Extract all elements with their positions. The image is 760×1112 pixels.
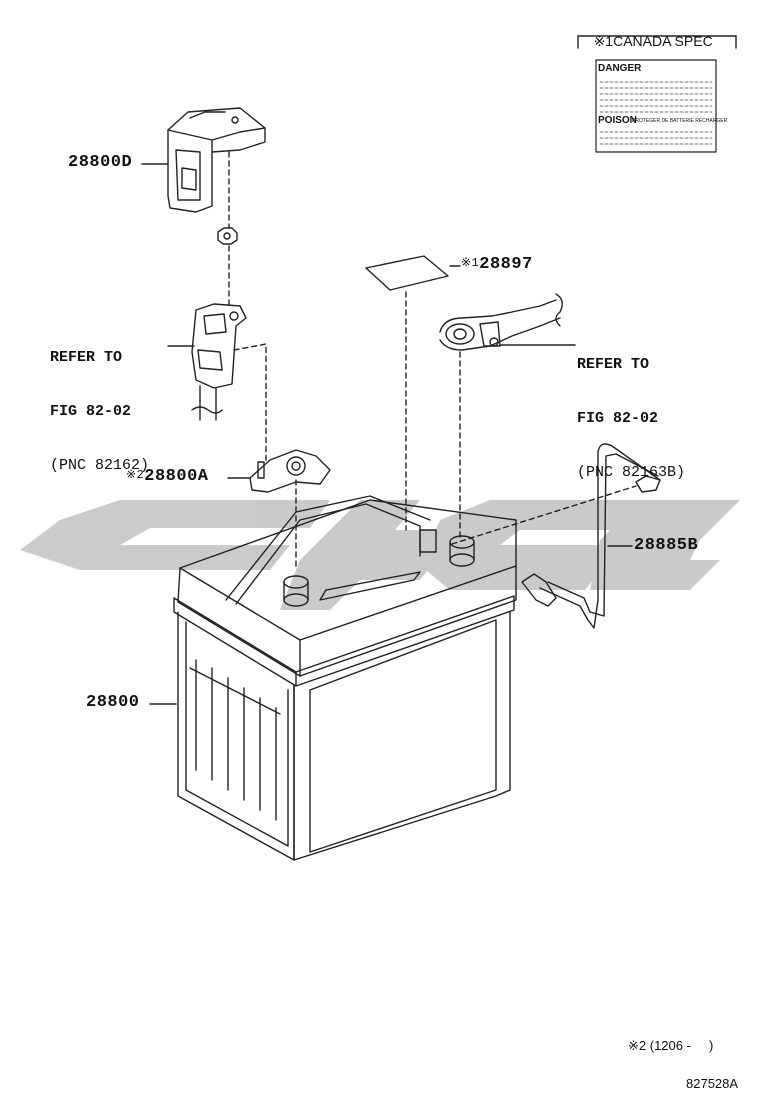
battery-part bbox=[173, 495, 517, 861]
part-number: 28800A bbox=[144, 467, 209, 486]
canada-spec-marker: ※1 bbox=[593, 33, 614, 49]
vent-hose-part bbox=[521, 443, 661, 629]
label-sheet-part bbox=[365, 255, 449, 291]
footnote: ※2 (1206 - ) bbox=[628, 1038, 714, 1053]
negative-terminal-clamp bbox=[191, 303, 247, 421]
reference-line: (PNC 82163B) bbox=[577, 464, 686, 481]
dashed-guide bbox=[451, 485, 637, 545]
part-label-28800A: ※228800A bbox=[126, 467, 208, 486]
terminal-cover-part bbox=[167, 107, 266, 213]
part-number: 28800 bbox=[86, 693, 140, 712]
reference-line: REFER TO bbox=[577, 356, 650, 373]
part-number: 28800D bbox=[68, 153, 133, 172]
danger-text: DANGER bbox=[598, 63, 642, 74]
part-label-28800: 28800 bbox=[86, 693, 140, 712]
reference-line: FIG 82-02 bbox=[50, 403, 132, 420]
reference-note-left: REFER TO FIG 82-02 (PNC 82162) bbox=[50, 313, 149, 511]
canada-spec-bracket bbox=[577, 35, 737, 49]
positive-terminal-clamp bbox=[439, 293, 563, 351]
part-label-28885B: 28885B bbox=[634, 536, 698, 555]
part-label-28897: ※128897 bbox=[461, 255, 533, 274]
part-marker: ※2 bbox=[126, 468, 145, 482]
figure-id: 827528A bbox=[686, 1076, 739, 1091]
nut-part bbox=[217, 227, 238, 245]
reference-note-right: REFER TO FIG 82-02 (PNC 82163B) bbox=[577, 320, 685, 518]
part-number: 28885B bbox=[634, 536, 699, 555]
canada-spec-note: ※1CANADA SPEC bbox=[578, 17, 713, 66]
part-label-28800D: 28800D bbox=[68, 153, 132, 172]
reference-line: REFER TO bbox=[50, 349, 123, 366]
poison-subtext: PROTEGER DE BATTERIE RECHARGER bbox=[632, 118, 728, 124]
dashed-guide bbox=[233, 343, 267, 461]
reference-line: (PNC 82162) bbox=[50, 457, 150, 474]
warning-label-image bbox=[595, 59, 717, 153]
part-marker: ※1 bbox=[461, 256, 480, 270]
canada-spec-text: CANADA SPEC bbox=[613, 33, 713, 49]
terminal-28800A-part bbox=[249, 449, 331, 493]
watermark-logo bbox=[20, 500, 740, 610]
reference-line: FIG 82-02 bbox=[577, 410, 659, 427]
poison-text: POISON bbox=[598, 115, 637, 126]
part-number: 28897 bbox=[479, 255, 533, 274]
